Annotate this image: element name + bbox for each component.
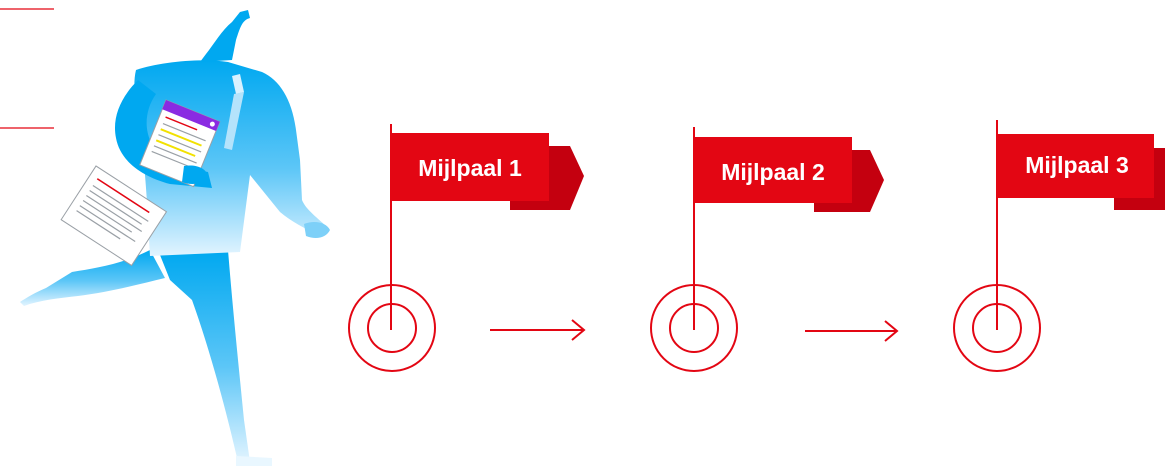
target-icon xyxy=(348,284,436,372)
milestone-1-label: Mijlpaal 1 xyxy=(418,155,522,181)
flag-icon xyxy=(693,127,884,330)
milestone-1: Mijlpaal 1 xyxy=(348,124,584,372)
arrow-right-icon xyxy=(805,320,899,342)
target-icon xyxy=(650,284,738,372)
milestone-2-label: Mijlpaal 2 xyxy=(721,159,825,185)
target-icon xyxy=(953,284,1041,372)
document-icon xyxy=(60,99,221,267)
running-businessman-icon xyxy=(20,10,330,466)
milestone-2: Mijlpaal 2 xyxy=(650,127,884,372)
milestone-3-label: Mijlpaal 3 xyxy=(1025,152,1129,178)
milestone-3: Mijlpaal 3 xyxy=(953,120,1165,372)
flag-icon xyxy=(996,120,1165,330)
arrow-right-icon xyxy=(490,319,586,341)
flag-icon xyxy=(390,124,584,330)
